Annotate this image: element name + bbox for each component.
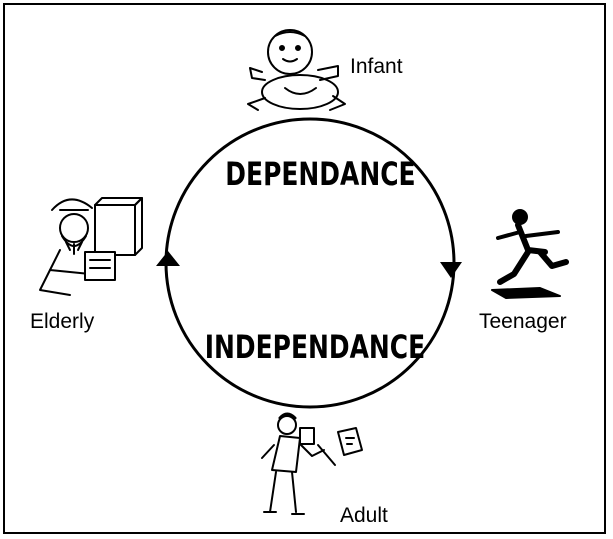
arrow-down-icon: [440, 262, 462, 278]
infant-icon: [247, 29, 346, 111]
teenager-label: Teenager: [479, 310, 567, 333]
elderly-icon: [39, 197, 143, 296]
infant-label: Infant: [350, 55, 403, 78]
independance-label: INDEPENDANCE: [204, 328, 426, 366]
elderly-label: Elderly: [30, 310, 95, 333]
dependance-label: DEPENDANCE: [225, 155, 416, 193]
adult-icon: [261, 412, 363, 515]
teenager-icon: [491, 209, 569, 299]
adult-label: Adult: [340, 504, 388, 527]
arrow-up-icon: [156, 251, 180, 266]
